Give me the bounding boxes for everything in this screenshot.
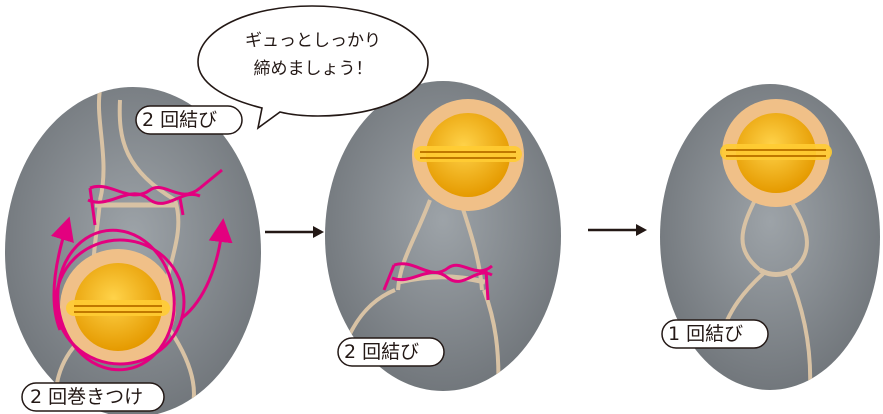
label-step3-knot: 1 回結び — [668, 323, 744, 345]
button-pompom-3 — [720, 99, 832, 207]
label-frame-step2-knot — [337, 337, 445, 367]
speech-bubble-line-1: ギュっとしっかり — [245, 31, 381, 51]
button-pompom-1 — [60, 249, 176, 365]
arrow-right-icon — [588, 224, 647, 236]
photo-step-1 — [5, 87, 261, 414]
knot-annotation-1 — [87, 168, 223, 226]
label-frame-step1-wrap — [21, 382, 165, 412]
speech-bubble — [197, 5, 429, 130]
knot-annotation-2 — [382, 262, 493, 301]
button-pompom-2 — [412, 99, 524, 211]
label-frame-step1-knot — [135, 105, 243, 135]
label-step2-knot: 2 回結び — [344, 341, 420, 363]
label-step1-wrap: 2 回巻きつけ — [30, 386, 144, 408]
photo-step-3 — [660, 84, 880, 390]
speech-bubble-text: ギュっとしっかり 締めましょう！ — [218, 27, 408, 83]
speech-bubble-line-2: 締めましょう！ — [253, 59, 373, 79]
photo-step-2 — [325, 81, 561, 391]
arrow-right-icon — [265, 226, 324, 238]
label-step1-knot: 2 回結び — [142, 109, 218, 131]
wrap-annotation — [50, 216, 233, 372]
label-frame-step3-knot — [661, 319, 769, 349]
